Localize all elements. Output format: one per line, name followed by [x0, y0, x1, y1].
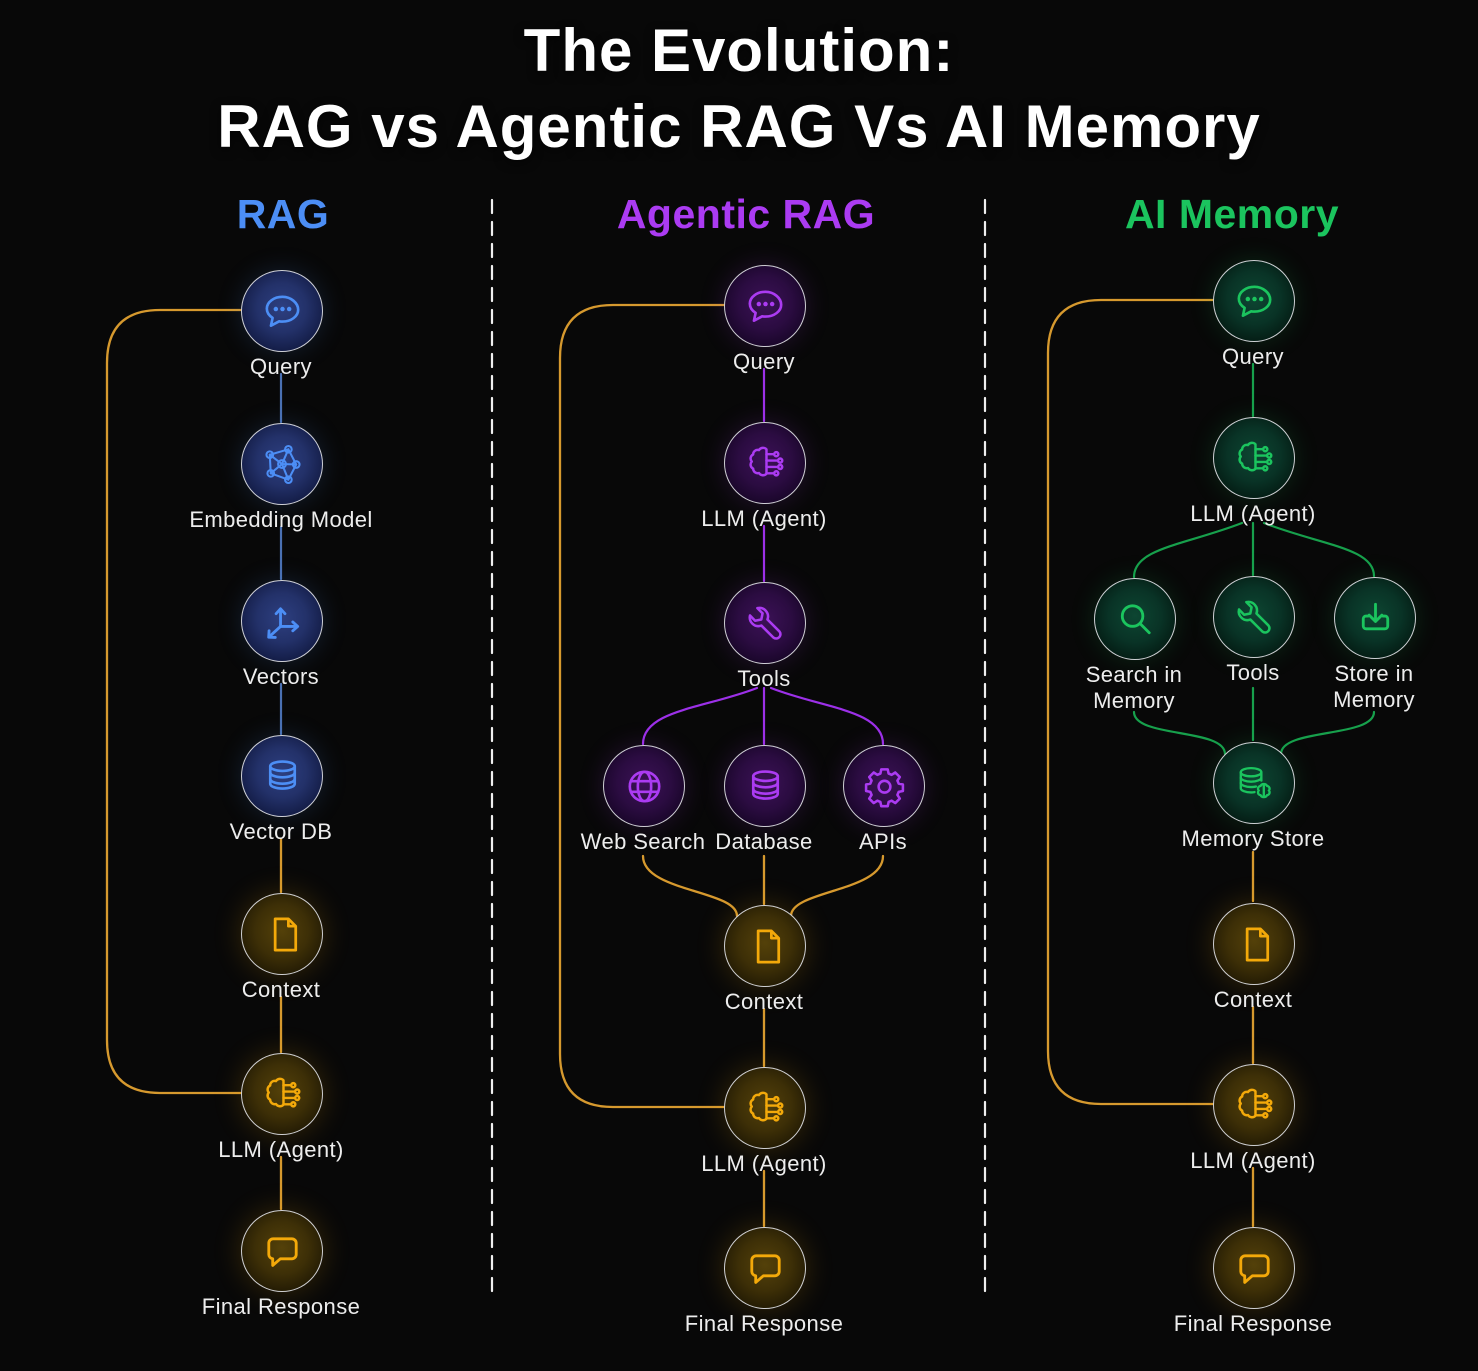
node-label: Memory Store [1181, 826, 1325, 851]
node-circle [1213, 1064, 1295, 1146]
magnifier-icon [1112, 596, 1159, 643]
node-label: Database [715, 829, 813, 854]
node-circle [724, 905, 806, 987]
database-icon [259, 753, 306, 800]
wrench-icon [1231, 594, 1278, 641]
node-label: LLM (Agent) [701, 506, 827, 531]
brain-circuit-icon [1231, 435, 1278, 482]
node-label: LLM (Agent) [218, 1137, 344, 1162]
node-label: Tools [737, 666, 791, 691]
node-circle [724, 582, 806, 664]
node-circle [1213, 742, 1295, 824]
wire-agentic-tools-websearch [641, 686, 759, 746]
node-label: Context [241, 977, 321, 1002]
wire-agentic-tools-apis [769, 686, 885, 746]
document-icon [742, 923, 789, 970]
column-header-agentic-rag: Agentic RAG [616, 191, 876, 237]
brain-circuit-icon [1231, 1082, 1278, 1129]
wire-memory-llm-storemem [1262, 521, 1376, 578]
wire-rag-query-to-llm-bypass [105, 308, 243, 1095]
wire-memory-searchmem-store [1132, 710, 1227, 756]
document-icon [259, 911, 306, 958]
page-title-line1: The Evolution: [523, 17, 955, 84]
chat-ellipsis-icon [742, 283, 789, 330]
axes-arrows-icon [259, 598, 306, 645]
node-label: Context [1213, 987, 1293, 1012]
chat-square-icon [1231, 1245, 1278, 1292]
page-title-line2: RAG vs Agentic RAG Vs AI Memory [217, 93, 1261, 160]
wrench-icon [742, 600, 789, 647]
node-label: LLM (Agent) [1190, 1148, 1316, 1173]
node-circle [241, 735, 323, 817]
chat-square-icon [259, 1228, 306, 1275]
node-label: Search in Memory [1085, 662, 1183, 713]
node-label: Web Search [580, 829, 706, 854]
wire-memory-llm-searchmem [1132, 521, 1244, 579]
node-label: Store in Memory [1333, 661, 1415, 712]
wire-memory-storemem-store [1279, 710, 1376, 756]
node-circle [724, 1227, 806, 1309]
document-icon [1231, 921, 1278, 968]
node-label: Query [733, 349, 795, 374]
database-icon [742, 763, 789, 810]
node-circle [241, 1053, 323, 1135]
wire-agentic-apis-context [789, 854, 885, 918]
node-label: Query [250, 354, 312, 379]
node-label: LLM (Agent) [701, 1151, 827, 1176]
chat-square-icon [742, 1245, 789, 1292]
node-circle [241, 580, 323, 662]
node-circle [1334, 577, 1416, 659]
node-label: Vectors [242, 664, 320, 689]
node-circle [241, 270, 323, 352]
node-circle [724, 1067, 806, 1149]
node-label: Final Response [684, 1311, 844, 1336]
chat-ellipsis-icon [1231, 278, 1278, 325]
node-circle [843, 745, 925, 827]
database-brain-icon [1231, 760, 1278, 807]
store-tray-icon [1352, 595, 1399, 642]
node-circle [241, 423, 323, 505]
node-circle [1213, 576, 1295, 658]
node-label: Query [1222, 344, 1284, 369]
network-icon [259, 441, 306, 488]
gear-icon [861, 763, 908, 810]
node-label: LLM (Agent) [1190, 501, 1316, 526]
globe-icon [621, 763, 668, 810]
brain-circuit-icon [742, 440, 789, 487]
node-circle [1213, 260, 1295, 342]
node-label: Vector DB [229, 819, 333, 844]
node-circle [1213, 417, 1295, 499]
wire-agentic-websearch-context [641, 854, 739, 918]
node-label: Context [724, 989, 804, 1014]
node-circle [603, 745, 685, 827]
node-circle [241, 1210, 323, 1292]
node-circle [1094, 578, 1176, 660]
node-label: Final Response [1173, 1311, 1333, 1336]
node-label: Embedding Model [189, 507, 373, 532]
node-circle [241, 893, 323, 975]
node-label: Tools [1226, 660, 1280, 685]
chat-ellipsis-icon [259, 288, 306, 335]
node-circle [724, 745, 806, 827]
node-circle [1213, 1227, 1295, 1309]
node-label: APIs [858, 829, 908, 854]
wire-agentic-query-to-llm-bypass [558, 303, 726, 1109]
brain-circuit-icon [742, 1085, 789, 1132]
node-circle [724, 265, 806, 347]
column-header-ai-memory: AI Memory [1124, 191, 1340, 237]
wire-memory-query-to-llm-bypass [1046, 298, 1215, 1106]
node-label: Final Response [201, 1294, 361, 1319]
node-circle [724, 422, 806, 504]
node-circle [1213, 903, 1295, 985]
brain-circuit-icon [259, 1071, 306, 1118]
column-header-rag: RAG [236, 191, 330, 237]
